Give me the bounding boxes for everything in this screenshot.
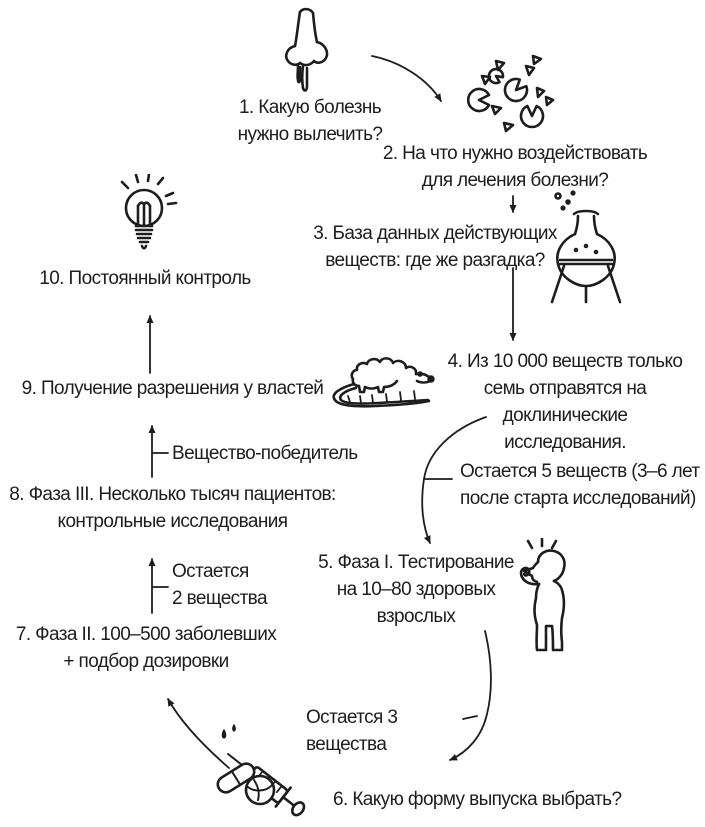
remains-2-label: Остается 2 вещества (172, 561, 268, 609)
syringe-pills-icon (216, 724, 306, 817)
step-2-label: 2. На что нужно воздействовать для лечен… (382, 143, 648, 191)
step-3-label: 3. База данных действующих веществ: где … (313, 223, 557, 271)
person-icon (519, 538, 566, 652)
step-1-label: 1. Какую болезнь нужно вылечить? (237, 97, 383, 145)
flask-icon (550, 190, 622, 304)
lightbulb-icon (120, 174, 178, 250)
arrow-step5-to-step6 (449, 630, 492, 761)
step-7-label: 7. Фаза II. 100–500 заболевших + подбор … (15, 624, 277, 672)
step-5-label: 5. Фаза I. Тестирование на 10–80 здоровы… (318, 552, 514, 627)
receptors-icon (466, 54, 555, 133)
nose-icon (284, 7, 329, 92)
step-6-label: 6. Какую форму выпуска выбрать? (333, 789, 622, 810)
remains-3-label: Остается 3 вещества (306, 707, 398, 755)
step-9-label: 9. Получение разрешения у властей (21, 378, 324, 399)
step-10-label: 10. Постоянный контроль (39, 268, 251, 289)
tick-remains-3 (462, 715, 478, 720)
step-8-label: 8. Фаза III. Несколько тысяч пациентов: … (9, 484, 336, 532)
arrow-step6-to-step7 (167, 698, 230, 769)
step-4-label: 4. Из 10 000 веществ только семь отправя… (447, 351, 683, 453)
arrow-step1-to-step2 (371, 55, 442, 102)
winner-substance-label: Вещество-победитель (172, 443, 358, 464)
remains-5-label: Остается 5 веществ (3–6 лет после старта… (460, 461, 700, 509)
rat-icon (332, 357, 435, 408)
